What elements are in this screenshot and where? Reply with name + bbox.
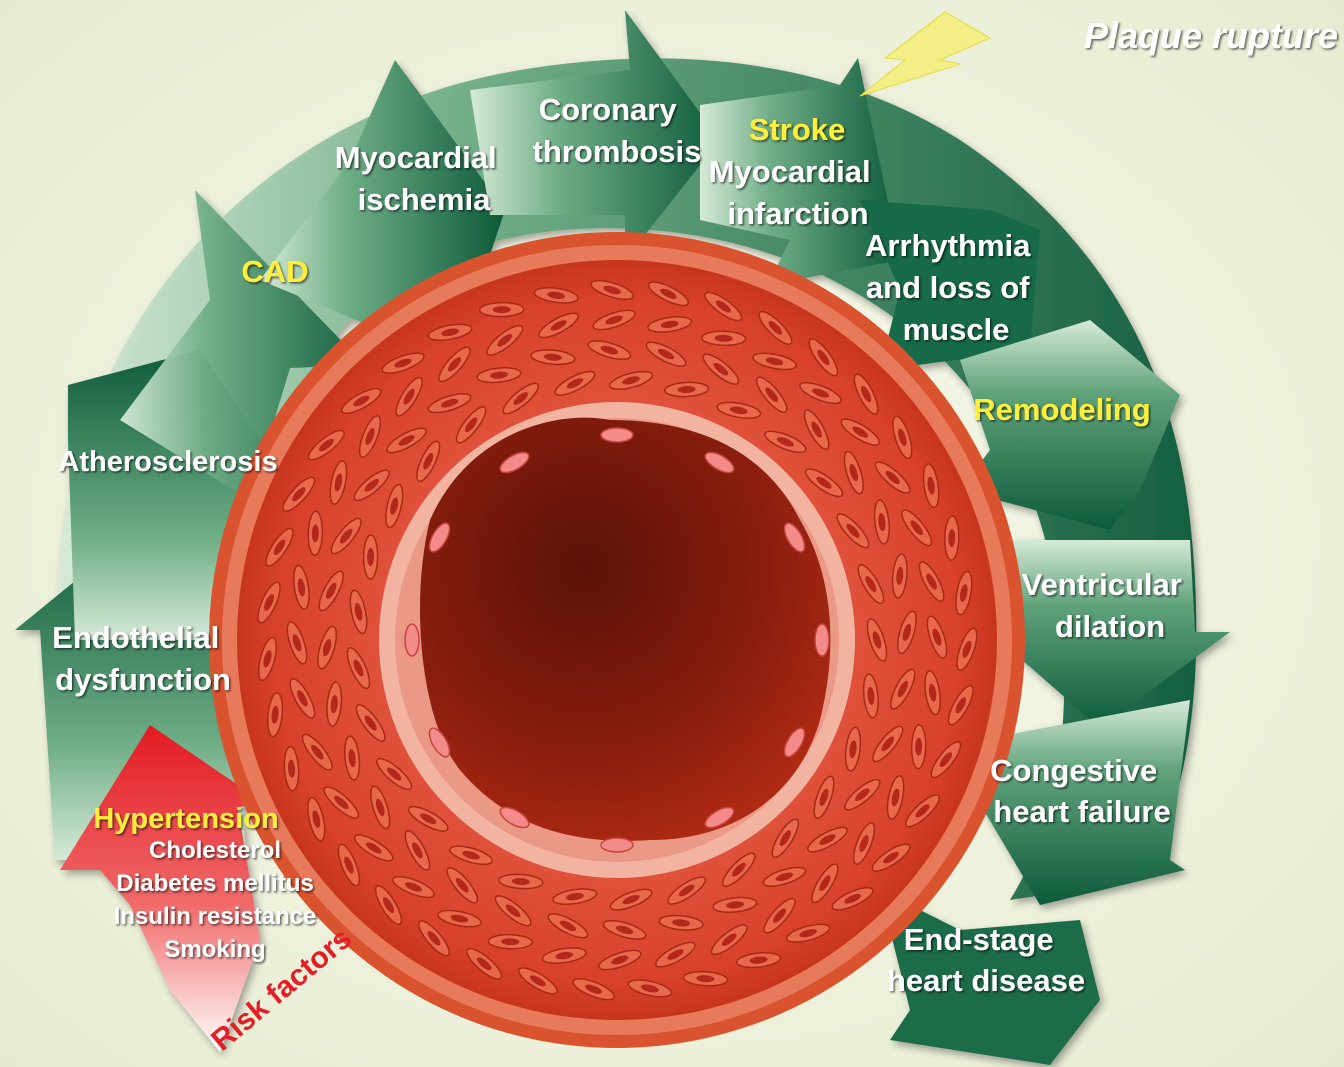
atherosclerosis-label: Atherosclerosis <box>58 446 277 478</box>
vessel-lumen <box>420 418 830 841</box>
risk-item-cholesterol: Cholesterol <box>149 837 281 864</box>
endothelial-cell <box>601 428 633 442</box>
risk-item-diabetes: Diabetes mellitus <box>116 870 313 897</box>
endothelial-cell <box>601 838 633 852</box>
endothelial-cell <box>405 624 419 656</box>
hypertension-label: Hypertension <box>93 803 278 835</box>
risk-item-insulin: Insulin resistance <box>114 903 317 930</box>
risk-item-smoking: Smoking <box>164 936 265 963</box>
lightning-bolt-icon <box>860 12 990 96</box>
cad-label: CAD <box>241 254 308 289</box>
remodeling-label: Remodeling <box>973 392 1150 427</box>
plaque-rupture-label: Plaque rupture <box>1084 15 1338 56</box>
stroke-label: Stroke <box>749 112 845 147</box>
endothelial-cell <box>815 624 829 656</box>
